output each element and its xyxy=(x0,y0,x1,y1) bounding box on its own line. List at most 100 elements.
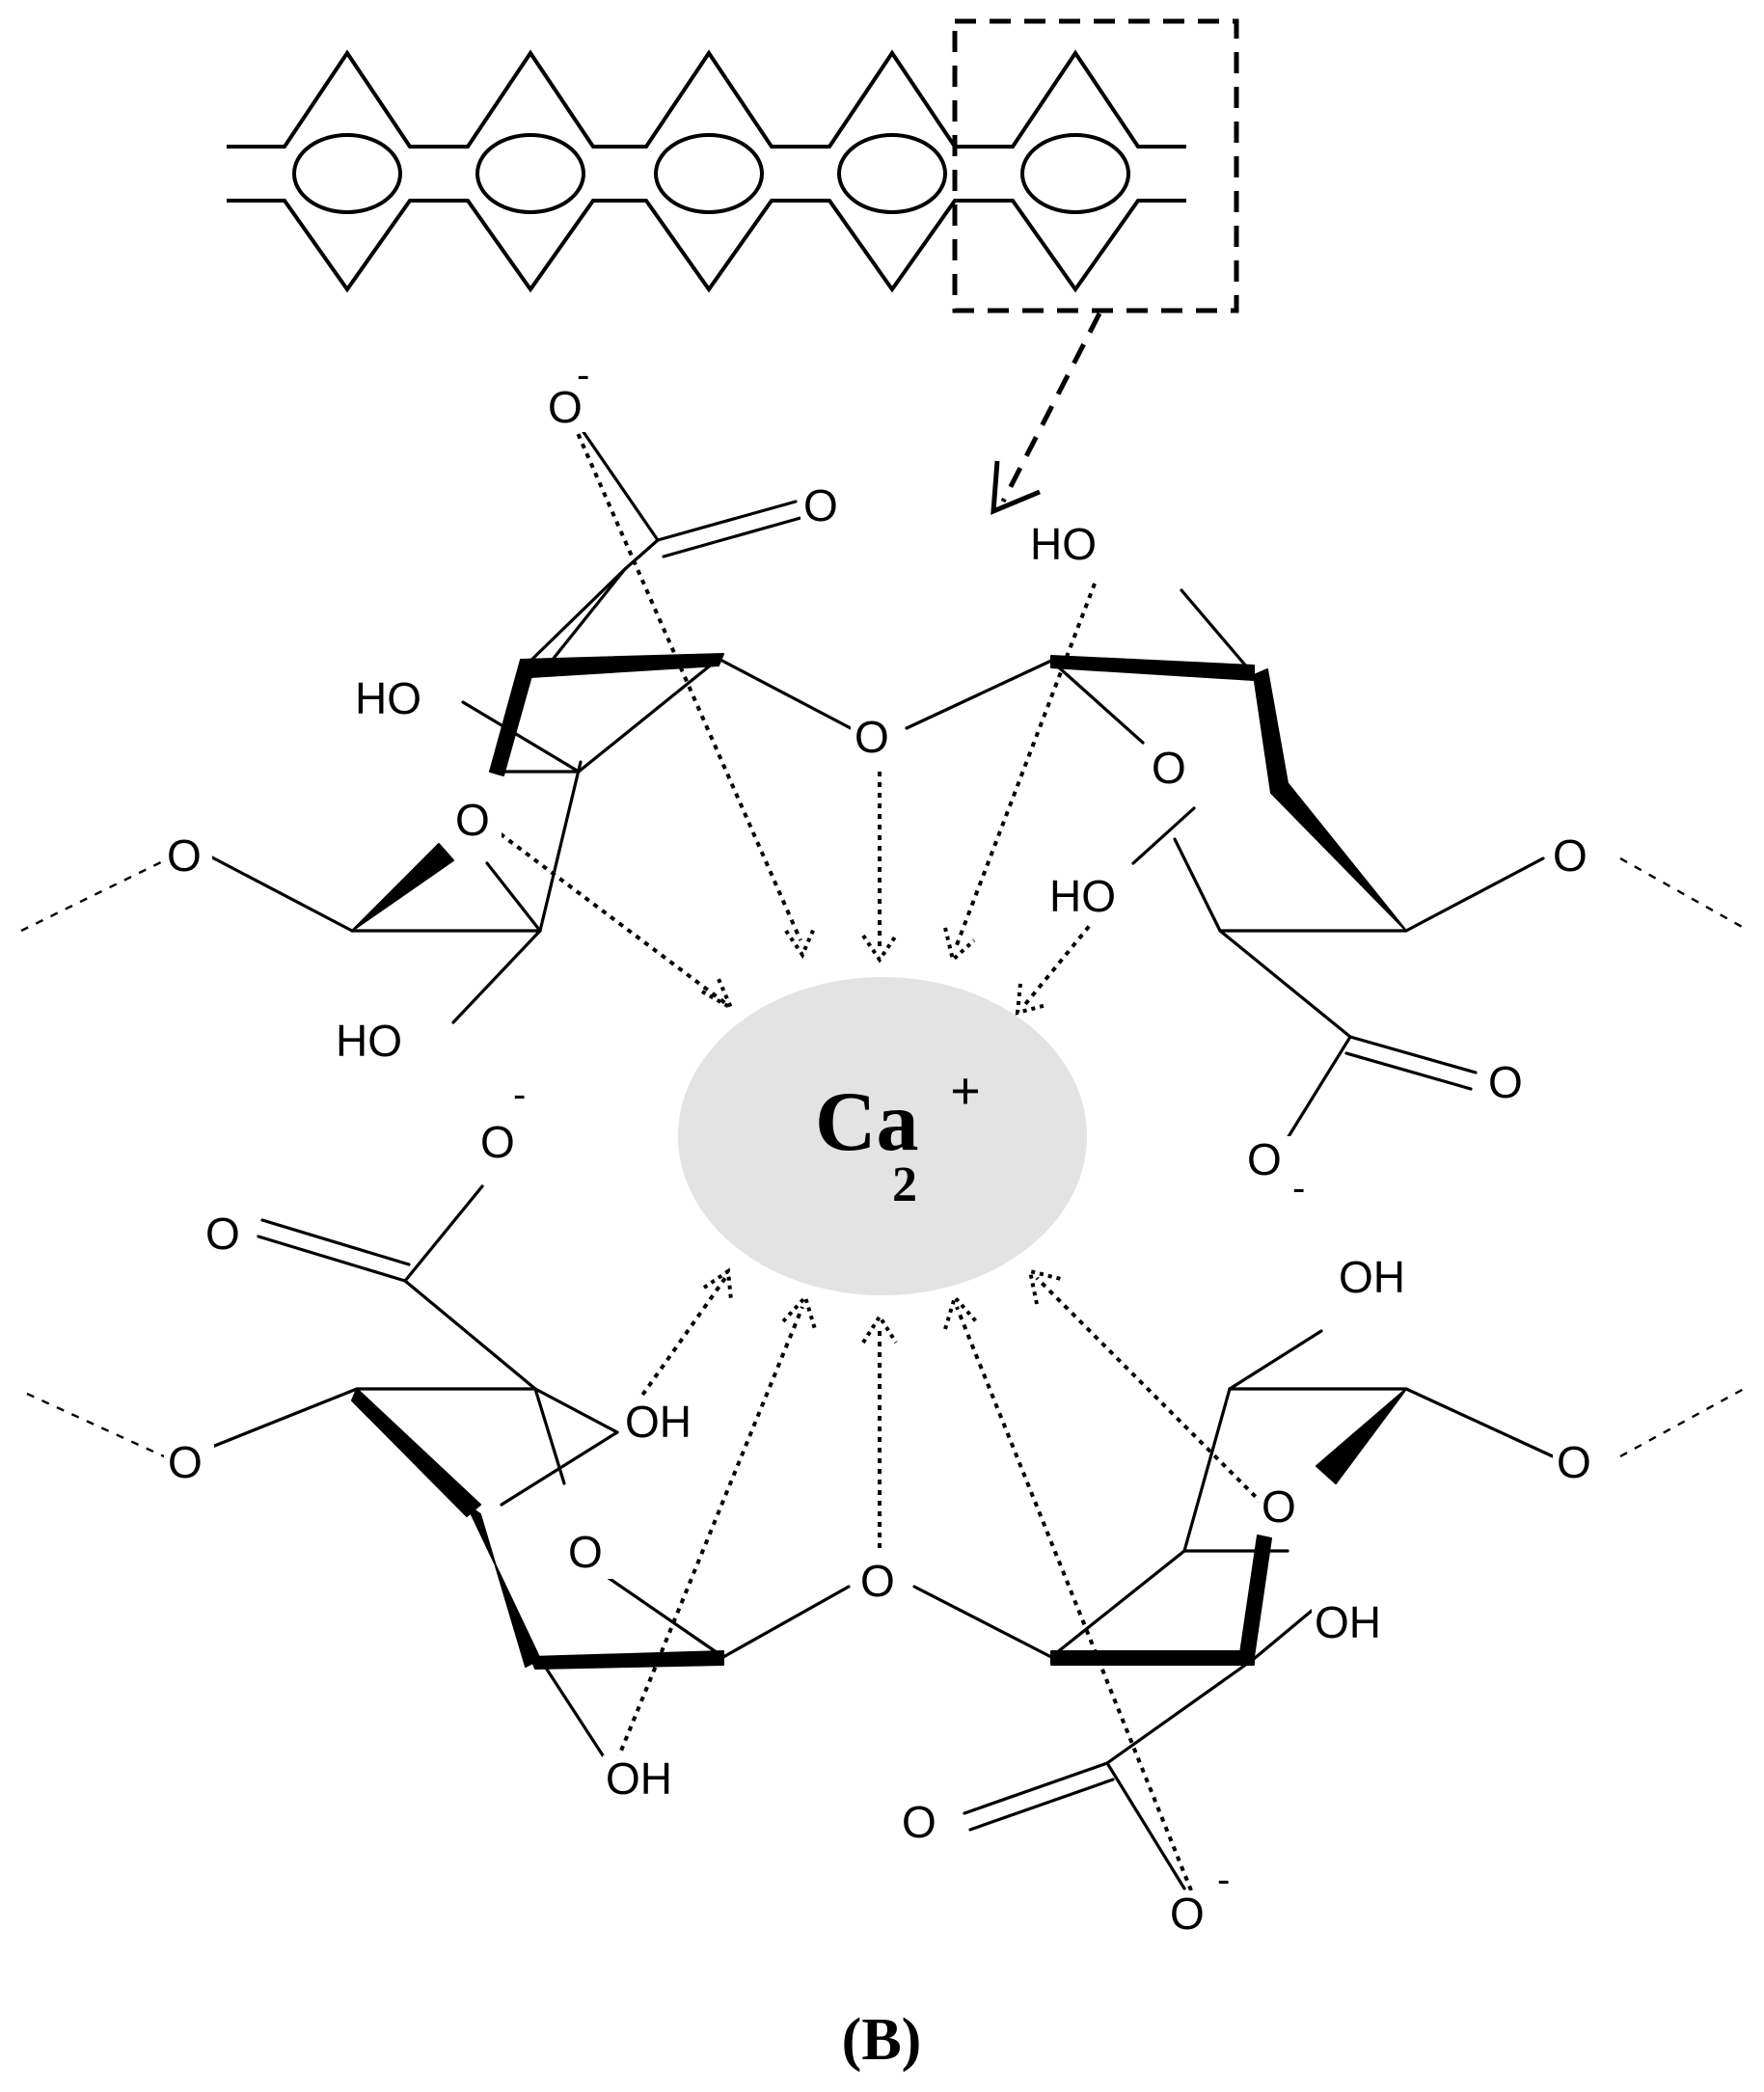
coordination-arrows xyxy=(490,423,1280,1891)
bond xyxy=(533,1387,566,1485)
ring-oxygen-label: O xyxy=(1152,743,1186,793)
bond xyxy=(721,1585,851,1659)
atom-labels: O O HO HO O - O O O O HO HO O O - O O OH xyxy=(162,354,1603,1941)
bond xyxy=(524,567,627,667)
wedge-bond xyxy=(520,653,724,678)
hydroxyl-right-label: OH xyxy=(606,1753,672,1804)
bond xyxy=(538,1657,605,1757)
egg-box-chain-schematic xyxy=(227,18,1239,515)
ring-oxygen-label: O xyxy=(455,795,490,845)
bond xyxy=(1404,1387,1555,1458)
wedge-bond xyxy=(1239,1535,1272,1658)
residue-bottom-right xyxy=(912,1329,1745,1890)
carbonyl-oxygen-label: O xyxy=(803,480,838,530)
wedge-bond xyxy=(489,659,535,776)
carboxylate-oxygen-label: O xyxy=(480,1117,515,1167)
negative-charge: - xyxy=(577,354,589,396)
bond xyxy=(538,567,627,677)
ring-oxygen-label: O xyxy=(167,830,202,881)
panel-label: (B) xyxy=(842,2007,922,2073)
carboxylate-oxygen-label: O xyxy=(1247,1134,1282,1184)
calcium-site-4 xyxy=(837,133,947,214)
wedge-bond xyxy=(1253,668,1289,794)
bond xyxy=(656,500,798,542)
carbonyl-oxygen-label: O xyxy=(902,1797,936,1847)
wedge-bond xyxy=(351,1388,481,1517)
hydroxyl-right-label: OH xyxy=(1339,1252,1405,1302)
residue-top-right xyxy=(905,588,1745,1140)
bond xyxy=(912,1585,1053,1659)
callout-arrow-shaft xyxy=(1000,312,1102,503)
ion-superscript: + xyxy=(950,1062,981,1122)
coordination-arrow-head xyxy=(702,1267,733,1301)
bond xyxy=(905,659,1053,730)
bond xyxy=(1105,1657,1256,1765)
bond xyxy=(717,657,853,730)
chain-link-bottom-left xyxy=(26,1392,165,1458)
bond xyxy=(538,760,583,933)
bond xyxy=(1049,1549,1186,1659)
bond xyxy=(257,1235,407,1283)
bond xyxy=(963,1761,1109,1815)
ring-oxygen-label: O xyxy=(1262,1481,1296,1532)
bond xyxy=(1105,1761,1186,1890)
bond xyxy=(403,1279,537,1391)
negative-charge: - xyxy=(1292,1167,1305,1209)
bond xyxy=(623,538,660,571)
coordination-arrow-head xyxy=(1027,1268,1062,1305)
bond xyxy=(1182,1387,1232,1553)
wedge-bond xyxy=(466,1504,541,1668)
negative-charge: - xyxy=(513,1073,526,1116)
hydroxyl-label: HO xyxy=(1030,519,1097,569)
wedge-bond xyxy=(1316,1388,1407,1484)
coordination-arrow-head xyxy=(861,934,898,964)
bond xyxy=(577,657,720,774)
calcium-site-3 xyxy=(654,133,764,214)
calcium-site-2 xyxy=(475,133,585,214)
hydroxyl-right-label: OH xyxy=(1315,1597,1381,1647)
bond xyxy=(451,929,542,1024)
bond xyxy=(205,1387,359,1451)
wedge-bond xyxy=(351,843,454,932)
ring-oxygen-label: O xyxy=(1557,1437,1591,1487)
wedge-bond xyxy=(1270,782,1407,932)
carbonyl-oxygen-label: O xyxy=(1488,1057,1523,1107)
ring-oxygen-label: O xyxy=(1553,830,1588,881)
bond xyxy=(662,516,802,558)
ring-oxygen-label: O xyxy=(568,1527,603,1577)
bond xyxy=(1286,1035,1352,1140)
lower-zigzag-chain xyxy=(227,199,1186,293)
coordination-arrow-head xyxy=(943,1292,978,1330)
coordination-arrow-head xyxy=(781,1293,817,1330)
bond xyxy=(1131,806,1196,865)
carbonyl-oxygen-label: O xyxy=(205,1209,240,1259)
bond xyxy=(1404,856,1545,933)
residue-bottom-left xyxy=(26,1184,851,1757)
ion-subscript: 2 xyxy=(892,1157,917,1212)
upper-zigzag-chain xyxy=(227,49,1186,149)
wedge-bond xyxy=(529,1650,724,1670)
calcium-ion-label: Ca + 2 xyxy=(815,1062,981,1212)
ring-oxygen-label: O xyxy=(168,1437,203,1487)
glycosidic-oxygen-label: O xyxy=(860,1556,895,1606)
callout-arrow-head xyxy=(991,460,1041,515)
ion-symbol: Ca xyxy=(815,1075,919,1169)
hydroxyl-label: HO xyxy=(355,673,421,723)
bond xyxy=(968,1778,1115,1832)
bond xyxy=(1218,929,1352,1039)
bond xyxy=(485,861,542,933)
wedge-bond xyxy=(1050,1650,1255,1666)
carboxylate-oxygen-label: O xyxy=(548,382,583,432)
residue-top-left xyxy=(20,427,853,1024)
coordination-arrow-shaft xyxy=(955,1306,1193,1891)
bond xyxy=(580,427,660,542)
chain-link-top-right xyxy=(1619,856,1745,930)
carboxylate-oxygen-label: O xyxy=(1170,1888,1205,1939)
coordination-arrow-shaft xyxy=(635,1276,727,1405)
coordination-arrow-shaft xyxy=(572,423,802,941)
bond xyxy=(208,855,354,933)
hydroxyl-label: HO xyxy=(1049,871,1116,921)
bond xyxy=(1344,1051,1473,1091)
coordination-arrow-head xyxy=(1015,983,1047,1016)
